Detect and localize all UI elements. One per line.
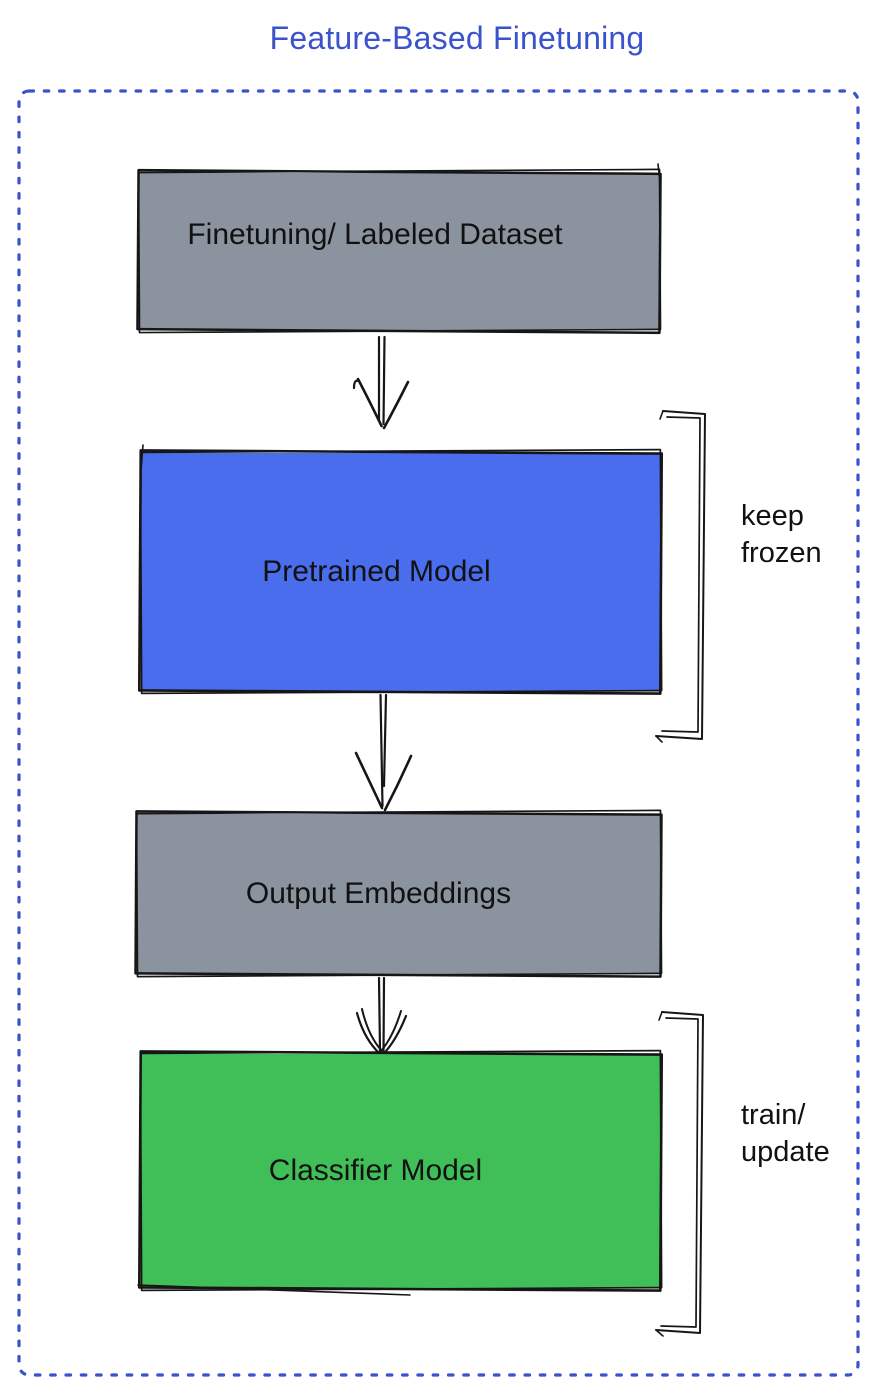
- box-pretrained-model: [137, 444, 664, 695]
- arrow-embeddings-to-classifier: [355, 976, 408, 1057]
- bracket-keep-frozen: [655, 410, 706, 743]
- annotation-train-update: train/ update: [741, 1099, 830, 1168]
- dashed-container-border: [17, 89, 860, 1377]
- box-fill: [139, 173, 659, 330]
- diagram-title: Feature-Based Finetuning: [269, 20, 645, 56]
- box-output-embeddings: [134, 809, 663, 978]
- box-fill: [137, 814, 660, 974]
- box-fill: [141, 1054, 660, 1288]
- annotation-keep-frozen: keep frozen: [741, 500, 822, 569]
- box-finetuning-labeled-dataset: [136, 163, 662, 335]
- arrow-dataset-to-pretrained: [352, 335, 410, 430]
- box-fill: [141, 453, 660, 691]
- bracket-train-update: [655, 1011, 704, 1337]
- box-classifier-model: [137, 1049, 664, 1296]
- arrow-pretrained-to-embeddings: [354, 693, 413, 812]
